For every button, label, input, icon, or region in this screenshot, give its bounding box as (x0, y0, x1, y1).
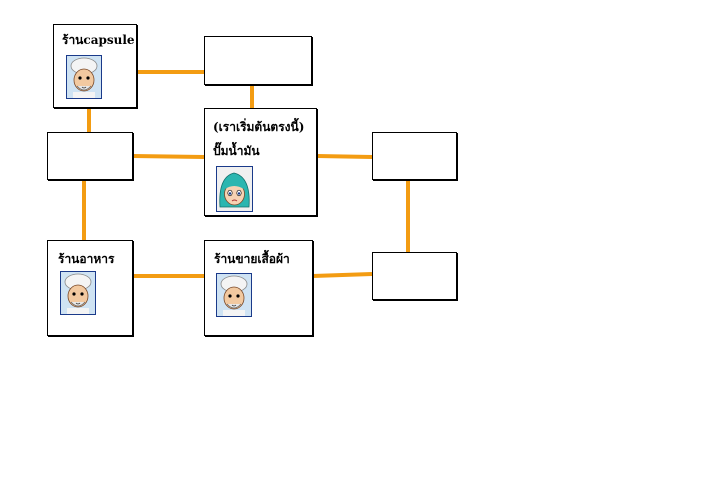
bulma-icon (216, 166, 253, 212)
room-label-gas-station: ปั๊มน้ำมัน (213, 144, 260, 158)
room-right-middle[interactable] (372, 132, 457, 180)
connector-leftmid-start (132, 154, 205, 159)
room-food-shop[interactable]: ร้านอาหาร (47, 240, 133, 336)
room-label-start: (เราเริ่มต้นตรงนี้) (213, 120, 305, 134)
room-label-capsule-shop: ร้านcapsule (62, 33, 135, 47)
room-left-middle[interactable] (47, 132, 133, 180)
room-label-food-shop: ร้านอาหาร (58, 252, 115, 266)
old-man-turban-icon (66, 55, 102, 99)
connector-clothes-rightlower (312, 272, 373, 278)
old-man-turban-icon (60, 271, 96, 315)
old-man-turban-icon (216, 273, 252, 317)
room-clothes-shop[interactable]: ร้านขายเสื้อผ้า (204, 240, 313, 336)
room-right-lower[interactable] (372, 252, 457, 300)
room-label-clothes-shop: ร้านขายเสื้อผ้า (214, 252, 290, 266)
room-start-gas-station[interactable]: (เราเริ่มต้นตรงนี้) ปั๊มน้ำมัน (204, 108, 317, 216)
connector-start-rightmid (316, 154, 373, 159)
room-capsule-shop[interactable]: ร้านcapsule (53, 24, 137, 108)
room-top-center[interactable] (204, 36, 312, 85)
